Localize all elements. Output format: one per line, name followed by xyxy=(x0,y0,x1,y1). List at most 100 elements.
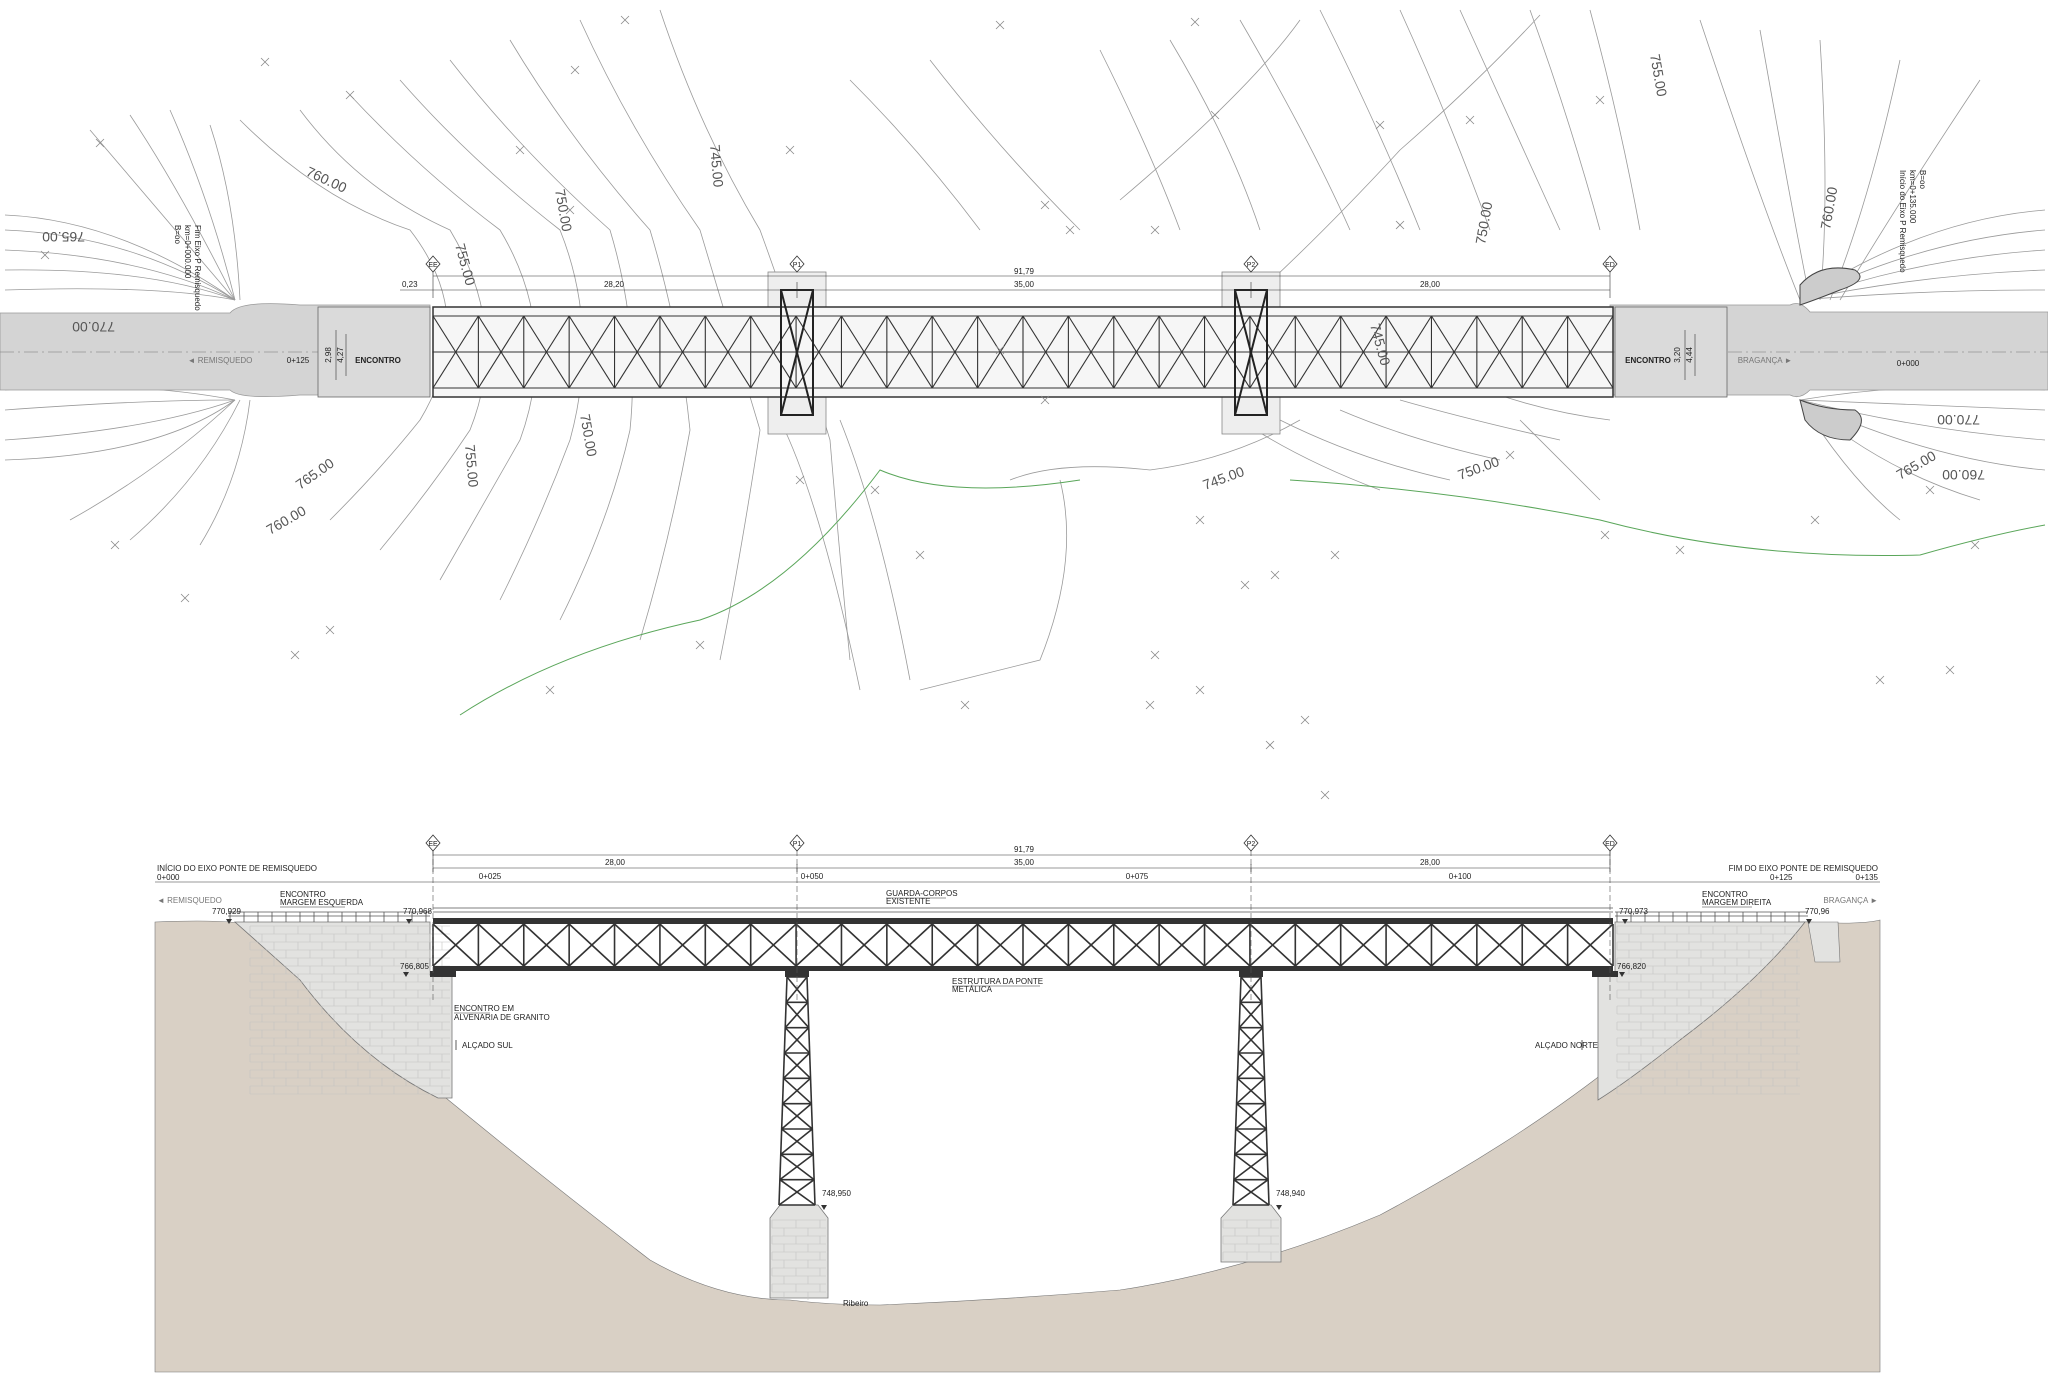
plan-support-p2: P2 xyxy=(1247,262,1256,269)
elev-end-label: FIM DO EIXO PONTE DE REMISQUEDO xyxy=(1729,864,1878,873)
svg-text:Fim Eixo P Remisquedo: Fim Eixo P Remisquedo xyxy=(193,225,202,311)
elevation-view: EE P1 P2 ED 91,79 28,00 35,00 28,00 0+02… xyxy=(154,834,1881,1373)
elevation-support-markers xyxy=(425,834,1618,852)
elev-total-span: 91,79 xyxy=(1014,845,1035,854)
svg-text:750.00: 750.00 xyxy=(552,188,575,233)
elev-span-3: 28,00 xyxy=(1420,858,1441,867)
svg-text:GUARDA-CORPOS: GUARDA-CORPOS xyxy=(886,889,958,898)
svg-text:km=0+135.000: km=0+135.000 xyxy=(1908,170,1917,224)
svg-text:ALVENARIA DE GRANITO: ALVENARIA DE GRANITO xyxy=(454,1013,550,1022)
svg-text:770.00: 770.00 xyxy=(72,319,115,335)
plan-vertical-note-right: Início do Eixo P Remisquedo km=0+135.000… xyxy=(1898,170,1927,273)
svg-text:765.00: 765.00 xyxy=(1894,447,1939,482)
elevation-abutment-right xyxy=(1597,921,1806,1101)
elevation-right-wall xyxy=(1807,921,1841,963)
elev-dir-left: ◄ REMISQUEDO xyxy=(157,896,222,905)
plan-abutment-left xyxy=(317,306,431,398)
elevation-dimensions xyxy=(155,851,1880,883)
elevation-deck-truss xyxy=(432,918,1614,971)
svg-text:EXISTENTE: EXISTENTE xyxy=(886,897,930,906)
svg-text:755.00: 755.00 xyxy=(1647,53,1670,98)
elev-support-p1: P1 xyxy=(793,841,802,848)
svg-text:B=oo: B=oo xyxy=(173,225,182,244)
svg-text:760.00: 760.00 xyxy=(304,163,350,196)
level-left-deck: 770,968 xyxy=(403,907,432,916)
svg-text:760.00: 760.00 xyxy=(1817,185,1840,230)
level-p1-base: 748,950 xyxy=(822,1189,851,1198)
svg-text:765.00: 765.00 xyxy=(42,229,85,245)
level-left-bearing: 766,805 xyxy=(400,962,429,971)
elev-support-ee: EE xyxy=(428,841,438,848)
elev-end-chainage-1: 0+125 xyxy=(1770,873,1793,882)
plan-support-p1: P1 xyxy=(793,262,802,269)
plan-view: 28,20 35,00 28,00 91,79 0,23 2,98 4,27 3… xyxy=(0,9,2048,800)
svg-text:745.00: 745.00 xyxy=(1201,463,1247,493)
elev-span-2: 35,00 xyxy=(1014,858,1035,867)
plan-green-boundary xyxy=(459,469,2046,716)
plan-vertical-note-left: B=oo km=0+000.000 Fim Eixo P Remisquedo xyxy=(173,225,202,311)
plan-width-right-outer: 4,44 xyxy=(1685,347,1694,363)
plan-span-2: 35,00 xyxy=(1014,280,1035,289)
plan-offset-left: 0,23 xyxy=(402,280,418,289)
elev-end-chainage-2: 0+135 xyxy=(1856,873,1879,882)
plan-survey-points xyxy=(40,15,1980,800)
svg-text:765.00: 765.00 xyxy=(293,455,337,493)
elev-chainage-1: 0+025 xyxy=(479,872,502,881)
svg-text:Ribeiro: Ribeiro xyxy=(843,1299,869,1308)
svg-text:750.00: 750.00 xyxy=(577,413,600,458)
elevation-abutment-left xyxy=(233,921,453,1099)
elev-chainage-3: 0+075 xyxy=(1126,872,1149,881)
plan-support-ee: EE xyxy=(428,262,438,269)
elev-support-ed: ED xyxy=(1605,841,1615,848)
plan-dimensions xyxy=(335,270,1696,380)
svg-text:km=0+000.000: km=0+000.000 xyxy=(183,225,192,279)
svg-text:750.00: 750.00 xyxy=(1456,453,1502,483)
elev-start-label: INÍCIO DO EIXO PONTE DE REMISQUEDO xyxy=(157,864,317,873)
svg-text:MARGEM ESQUERDA: MARGEM ESQUERDA xyxy=(280,898,364,907)
plan-width-left-inner: 2,98 xyxy=(324,347,333,363)
plan-support-ed: ED xyxy=(1605,262,1615,269)
elevation-pier-towers xyxy=(778,976,1270,1206)
elevation-railings xyxy=(228,907,1808,922)
svg-text:750.00: 750.00 xyxy=(1472,200,1495,245)
plan-chainage-right: 0+000 xyxy=(1897,359,1920,368)
svg-text:745.00: 745.00 xyxy=(707,144,727,188)
plan-width-left-outer: 4,27 xyxy=(336,347,345,363)
svg-text:MARGEM DIREITA: MARGEM DIREITA xyxy=(1702,898,1772,907)
level-left-road: 770,929 xyxy=(212,907,241,916)
elev-start-chainage: 0+000 xyxy=(157,873,180,882)
elev-span-1: 28,00 xyxy=(605,858,626,867)
elev-support-p2: P2 xyxy=(1247,841,1256,848)
svg-text:760.00: 760.00 xyxy=(264,502,309,537)
plan-road-right-label: BRAGANÇA ► xyxy=(1738,356,1793,365)
svg-text:Início do Eixo P Remisquedo: Início do Eixo P Remisquedo xyxy=(1898,170,1907,273)
plan-abutment-right xyxy=(1614,306,1728,398)
svg-text:755.00: 755.00 xyxy=(452,242,479,288)
svg-text:ESTRUTURA DA PONTE: ESTRUTURA DA PONTE xyxy=(952,977,1043,986)
plan-chainage-left: 0+125 xyxy=(287,356,310,365)
plan-rocks xyxy=(1799,267,1862,441)
plan-road-left-label: ◄ REMISQUEDO xyxy=(188,356,253,365)
svg-text:770.00: 770.00 xyxy=(1937,412,1980,428)
svg-text:755.00: 755.00 xyxy=(462,444,482,488)
elevation-support-axes xyxy=(432,850,1611,1000)
plan-deck xyxy=(432,306,1614,398)
elevation-notes: ENCONTRO MARGEM ESQUERDA ENCONTRO MARGEM… xyxy=(280,889,1772,1308)
elev-chainage-2: 0+050 xyxy=(801,872,824,881)
elevation-level-marks xyxy=(226,919,1812,1210)
plan-total-span: 91,79 xyxy=(1014,267,1035,276)
elevation-pier-base-p1 xyxy=(769,1204,829,1300)
elev-chainage-4: 0+100 xyxy=(1449,872,1472,881)
svg-text:ENCONTRO: ENCONTRO xyxy=(280,890,326,899)
plan-span-3: 28,00 xyxy=(1420,280,1441,289)
elevation-pier-base-p2 xyxy=(1220,1204,1282,1263)
svg-text:ENCONTRO: ENCONTRO xyxy=(1702,890,1748,899)
svg-text:B=oo: B=oo xyxy=(1918,170,1927,189)
level-right-road: 770,96 xyxy=(1805,907,1830,916)
plan-contour-labels: 760.00 765.00 770.00 755.00 750.00 745.0… xyxy=(42,53,1985,538)
plan-width-right-inner: 3,20 xyxy=(1673,347,1682,363)
level-right-deck: 770,973 xyxy=(1619,907,1648,916)
plan-abutment-left-label: ENCONTRO xyxy=(355,356,401,365)
svg-text:ENCONTRO EM: ENCONTRO EM xyxy=(454,1004,514,1013)
